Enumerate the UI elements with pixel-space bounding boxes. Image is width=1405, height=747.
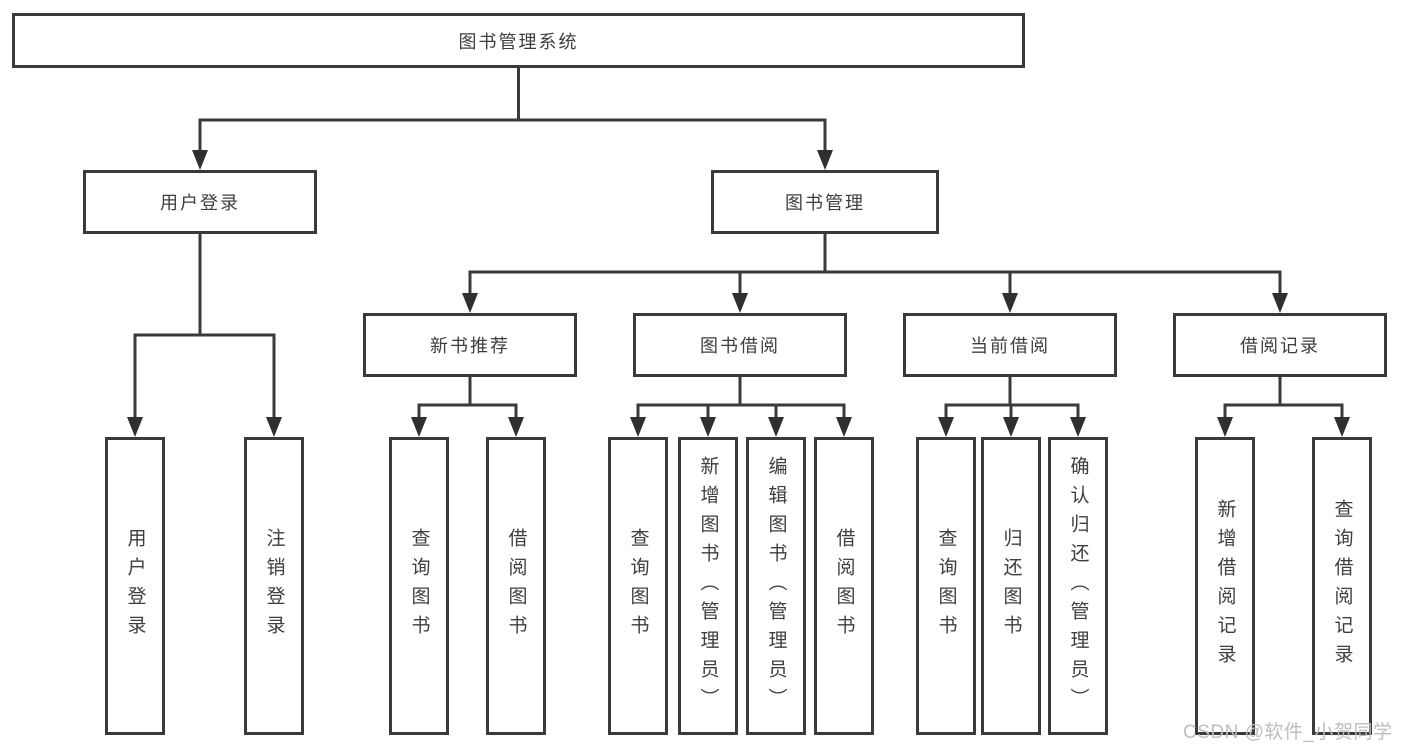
leaf-borrowing-add-books-admin: 新增图书（管理员） xyxy=(678,437,738,735)
node-label: 查询图书 xyxy=(627,528,649,644)
node-label: 新增借阅记录 xyxy=(1214,499,1236,673)
node-label: 查询借阅记录 xyxy=(1331,499,1353,673)
node-label: 图书管理系统 xyxy=(458,31,579,52)
node-label: 用户登录 xyxy=(124,528,146,644)
leaf-borrowing-borrow-books: 借阅图书 xyxy=(814,437,874,735)
leaf-borrowing-query-books: 查询图书 xyxy=(608,437,668,735)
connector-borrowing-records xyxy=(1223,377,1344,419)
connector-book-borrowing xyxy=(636,377,846,419)
node-label: 注销登录 xyxy=(263,528,285,644)
node-label: 查询图书 xyxy=(408,528,430,644)
connector-new-book-recommendation xyxy=(417,377,518,419)
connector-user-login xyxy=(133,234,276,419)
node-current-borrowing: 当前借阅 xyxy=(903,313,1117,377)
node-new-book-recommendation: 新书推荐 xyxy=(363,313,577,377)
leaf-current-query-books: 查询图书 xyxy=(916,437,976,735)
node-label: 图书管理 xyxy=(785,193,865,213)
node-user-login: 用户登录 xyxy=(83,170,317,234)
node-label: 查询图书 xyxy=(935,528,957,644)
leaf-current-confirm-return-admin: 确认归还（管理员） xyxy=(1048,437,1108,735)
arrowheads xyxy=(127,150,1350,437)
leaf-records-add-record: 新增借阅记录 xyxy=(1195,437,1255,735)
node-label: 新增图书（管理员） xyxy=(697,455,719,717)
node-label: 新书推荐 xyxy=(430,336,510,356)
node-label: 图书借阅 xyxy=(700,336,780,356)
node-borrowing-records: 借阅记录 xyxy=(1173,313,1387,377)
node-label: 借阅图书 xyxy=(505,528,527,644)
leaf-records-query-record: 查询借阅记录 xyxy=(1312,437,1372,735)
node-label: 借阅图书 xyxy=(833,528,855,644)
connector-book-management xyxy=(468,234,1282,295)
connector-current-borrowing xyxy=(944,377,1080,419)
leaf-newbook-query-books: 查询图书 xyxy=(389,437,449,735)
node-label: 编辑图书（管理员） xyxy=(765,455,787,717)
node-label: 确认归还（管理员） xyxy=(1067,455,1089,717)
leaf-logout: 注销登录 xyxy=(244,437,304,735)
node-label: 当前借阅 xyxy=(970,336,1050,356)
node-label: 用户登录 xyxy=(160,193,240,213)
node-book-management: 图书管理 xyxy=(711,170,939,234)
leaf-borrowing-edit-books-admin: 编辑图书（管理员） xyxy=(746,437,806,735)
leaf-current-return-books: 归还图书 xyxy=(981,437,1041,735)
leaf-newbook-borrow-books: 借阅图书 xyxy=(486,437,546,735)
connector-root xyxy=(198,68,827,152)
node-library-system: 图书管理系统 xyxy=(12,13,1025,68)
csdn-watermark: CSDN @软件_小贺同学 xyxy=(1183,722,1393,743)
node-label: 借阅记录 xyxy=(1240,336,1320,356)
leaf-user-login: 用户登录 xyxy=(105,437,165,735)
node-book-borrowing: 图书借阅 xyxy=(633,313,847,377)
node-label: 归还图书 xyxy=(1000,528,1022,644)
